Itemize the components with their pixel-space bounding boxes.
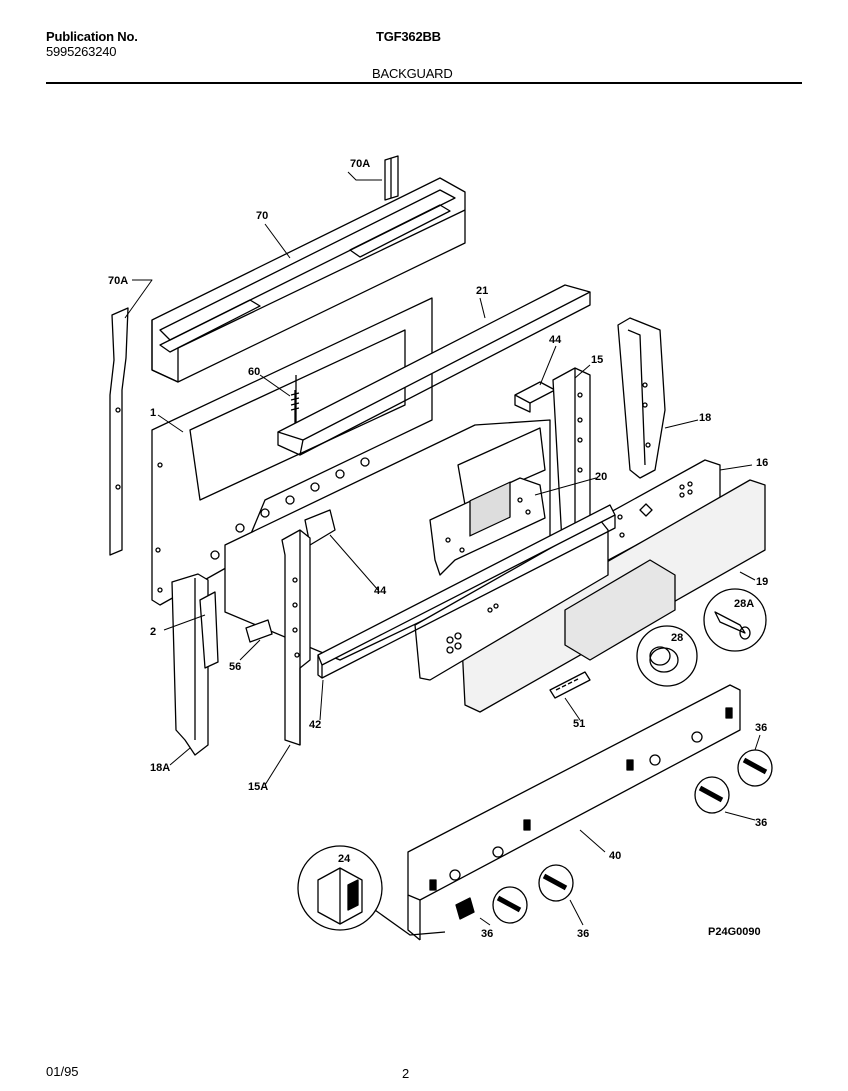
knob-insert-28A — [703, 588, 767, 652]
knob-28 — [636, 625, 698, 687]
switch-detail-24 — [297, 845, 475, 936]
control-board-20 — [429, 477, 546, 576]
part-label-70: 70 — [256, 210, 268, 222]
part-label-28A: 28A — [734, 598, 754, 610]
page-number: 2 — [402, 1066, 410, 1081]
part-label-70A-left: 70A — [108, 275, 128, 287]
publication-label: Publication No. — [46, 29, 138, 44]
burner-knob-r1 — [737, 749, 773, 787]
leader-lines — [124, 171, 761, 926]
screw-60 — [290, 390, 300, 425]
part-label-19: 19 — [756, 576, 768, 588]
part-label-2: 2 — [150, 626, 156, 638]
part-label-36-r1: 36 — [755, 722, 767, 734]
overlay-panel-19 — [461, 479, 766, 713]
section-title: BACKGUARD — [372, 66, 453, 81]
part-label-44-top: 44 — [549, 334, 562, 346]
trim-strip-top — [384, 155, 399, 201]
end-cap-18A — [171, 573, 209, 756]
burner-knob-r2 — [694, 776, 730, 814]
part-label-15A: 15A — [248, 781, 268, 793]
part-label-42: 42 — [309, 719, 321, 731]
part-label-36-b1: 36 — [481, 928, 493, 940]
footer-date: 01/95 — [46, 1064, 79, 1079]
part-labels: 70A 70 70A 21 60 1 44 15 18 16 20 19 44 … — [108, 158, 768, 940]
part-label-15: 15 — [591, 354, 603, 366]
trim-strip-left — [109, 307, 129, 556]
burner-knob-b2 — [538, 864, 574, 902]
part-label-40: 40 — [609, 850, 621, 862]
vent-trough — [151, 177, 466, 383]
burner-knob-b1 — [492, 886, 528, 924]
part-label-60: 60 — [248, 366, 260, 378]
bracket-2 — [199, 591, 219, 669]
part-label-24: 24 — [338, 853, 351, 865]
part-label-18A: 18A — [150, 762, 170, 774]
part-label-51: 51 — [573, 718, 585, 730]
end-cap-18 — [617, 317, 666, 479]
display-51 — [549, 671, 591, 699]
model-number: TGF362BB — [376, 29, 441, 44]
part-label-20: 20 — [595, 471, 607, 483]
part-label-16: 16 — [756, 457, 768, 469]
part-label-70A-top: 70A — [350, 158, 370, 170]
part-label-1: 1 — [150, 407, 156, 419]
diagram-code: P24G0090 — [708, 926, 761, 938]
clip-56 — [245, 619, 273, 643]
part-label-28: 28 — [671, 632, 683, 644]
bracket-44-top — [514, 381, 556, 413]
part-label-36-b2: 36 — [577, 928, 589, 940]
top-rail — [277, 284, 591, 456]
part-label-44-mid: 44 — [374, 585, 387, 597]
part-label-21: 21 — [476, 285, 488, 297]
side-bracket-15A — [281, 529, 311, 746]
part-label-56: 56 — [229, 661, 241, 673]
publication-number: 5995263240 — [46, 44, 117, 59]
manifold-panel-40 — [407, 684, 741, 941]
trim-strip-42 — [317, 504, 616, 679]
part-label-36-r2: 36 — [755, 817, 767, 829]
part-label-18: 18 — [699, 412, 711, 424]
header-rule — [46, 82, 802, 84]
